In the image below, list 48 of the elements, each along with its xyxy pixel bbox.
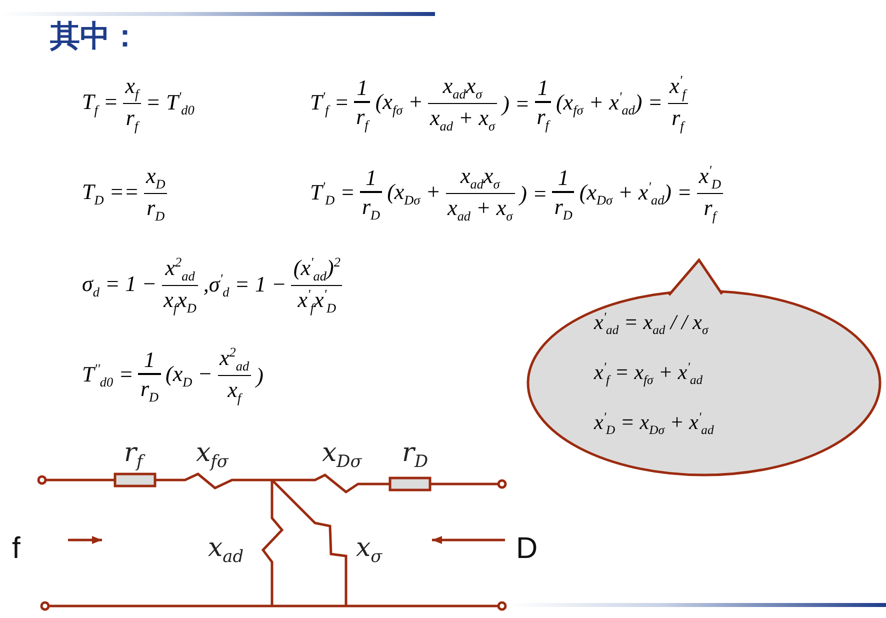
fraction-denominator: r$_{f}$ xyxy=(124,104,140,136)
formula-text: T$^{''}$$_{d0}$ = xyxy=(81,360,134,390)
fraction-denominator: r$_{D}$ xyxy=(139,374,160,406)
fraction-denominator: r$_{D}$ xyxy=(360,192,382,224)
port-label: f xyxy=(12,534,20,564)
fraction-numerator: x$_{f}$ xyxy=(124,72,141,103)
fraction-denominator: x$_{f}$x$_{D}$ xyxy=(162,286,198,318)
fraction-numerator: 1 xyxy=(143,346,156,374)
fraction-denominator: x$_{ad}$ + x$_{σ}$ xyxy=(446,194,514,226)
component-label: x$_{fσ}$ xyxy=(196,440,228,470)
fraction-denominator: r$_{f}$ xyxy=(670,104,686,136)
fraction-denominator: r$_{D}$ xyxy=(146,194,166,226)
formula-text: ) xyxy=(254,362,264,389)
formula-text: (x$_{Dσ}$ + xyxy=(386,178,442,208)
component-label: x$_{Dσ}$ xyxy=(322,440,362,470)
formula-text: T$_{D}$ == xyxy=(81,178,140,208)
formula-text: T$_{f}$ = xyxy=(81,88,120,118)
fraction-numerator: 1 xyxy=(536,74,550,102)
fraction-numerator: x$_{D}$ xyxy=(144,162,166,193)
formula-text: (x$_{D}$ − xyxy=(164,360,214,390)
slide-title: 其中： xyxy=(50,18,140,56)
formula-text: x$^{'}$$_{ad}$ = x$_{ad}$ / / x$_{σ}$ xyxy=(594,310,708,338)
formula-text: σ$_{d}$ = 1 − xyxy=(81,270,158,300)
fraction-denominator: x$_{f}$ xyxy=(226,376,244,408)
fraction-denominator: r$_{f}$ xyxy=(355,102,370,134)
formula-text: T$^{'}$$_{D}$ = xyxy=(309,178,356,208)
fraction-numerator: x$_{ad}$x$_{σ}$ xyxy=(459,162,501,193)
component-label: x$_{ad}$ xyxy=(208,535,244,566)
formula-text: T$^{'}$$_{f}$ = xyxy=(309,88,350,118)
formula-text: (x$_{fσ}$ + x$^{'}$$_{ad}$) = xyxy=(554,88,664,118)
formula-text: ,σ$^{'}$$_{d}$ = 1 − xyxy=(202,270,288,300)
component-label: x$_{σ}$ xyxy=(356,535,382,566)
formula-text: (x$_{Dσ}$ + x$^{'}$$_{ad}$) = xyxy=(578,178,693,208)
formula-text: ) = xyxy=(518,180,548,207)
component-label: r$_{f}$ xyxy=(124,440,143,470)
fraction-numerator: (x$^{'}$$_{ad}$)$^{2}$ xyxy=(292,254,342,285)
fraction-denominator: x$_{ad}$ + x$_{σ}$ xyxy=(428,104,496,136)
fraction-denominator: r$_{f}$ xyxy=(702,194,718,226)
fraction-numerator: 1 xyxy=(556,164,570,192)
fraction-numerator: 1 xyxy=(356,74,369,102)
formula-text: ) = xyxy=(500,90,531,117)
formula-text: (x$_{fσ}$ + xyxy=(374,88,424,118)
component-label: r$_{D}$ xyxy=(402,440,428,470)
fraction-numerator: x$_{ad}$x$_{σ}$ xyxy=(442,72,484,103)
fraction-denominator: r$_{D}$ xyxy=(553,192,574,224)
fraction-denominator: r$_{f}$ xyxy=(536,102,551,134)
port-label: D xyxy=(516,534,538,564)
fraction-numerator: 1 xyxy=(364,164,378,192)
